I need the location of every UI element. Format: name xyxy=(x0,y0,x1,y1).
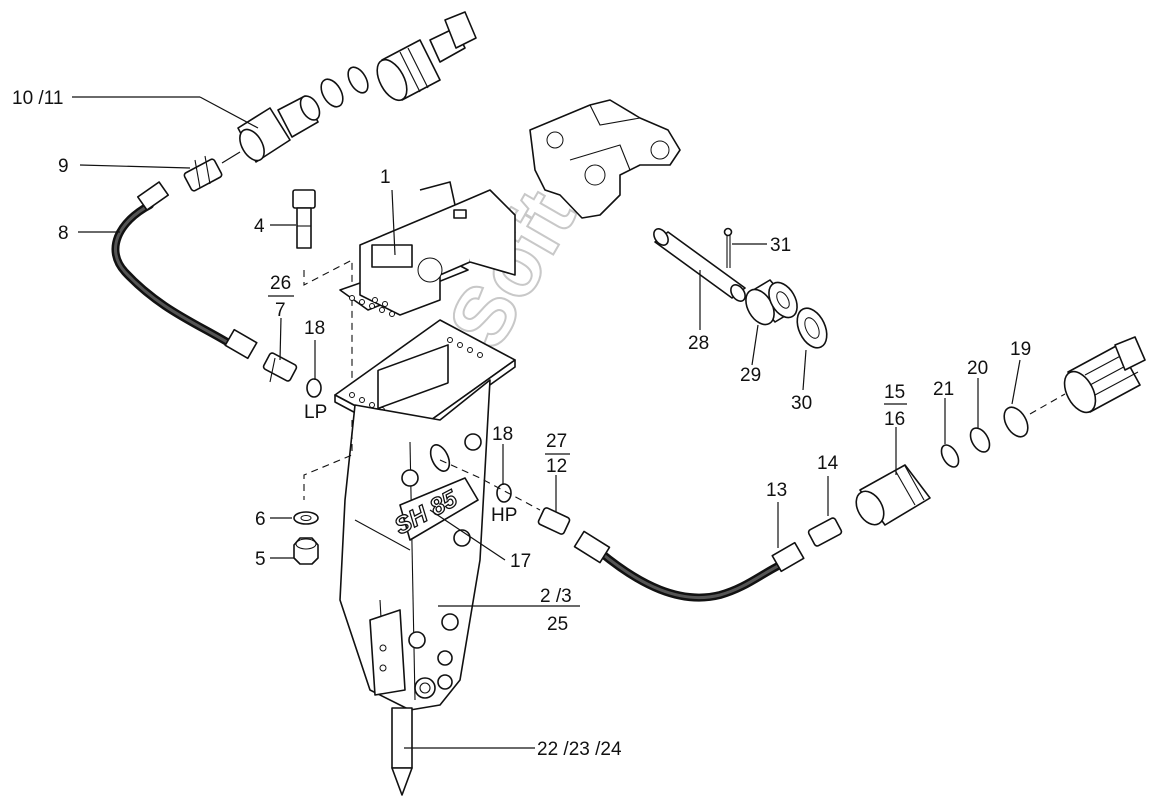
seal-ring-20 xyxy=(969,427,991,453)
bracket-1 xyxy=(339,181,516,317)
label-hp: HP xyxy=(491,505,517,526)
label-25: 25 xyxy=(547,614,568,635)
label-18-lp: 18 xyxy=(304,318,325,339)
fitting-9 xyxy=(183,155,223,192)
coupling-15-16 xyxy=(855,464,931,526)
o-ring xyxy=(347,66,369,94)
label-15: 15 xyxy=(884,382,905,403)
o-ring-19 xyxy=(1003,406,1029,438)
quick-coupler-right xyxy=(1063,336,1146,414)
label-1: 1 xyxy=(380,167,391,188)
pin-28 xyxy=(653,228,746,302)
label-13: 13 xyxy=(766,480,787,501)
o-ring-21 xyxy=(940,444,960,468)
bushing-29 xyxy=(745,279,798,326)
label-28: 28 xyxy=(688,333,709,354)
label-lp: LP xyxy=(304,402,327,423)
label-6: 6 xyxy=(255,509,266,530)
label-5: 5 xyxy=(255,549,266,570)
label-12: 12 xyxy=(546,456,567,477)
label-7: 7 xyxy=(275,300,286,321)
label-29: 29 xyxy=(740,365,761,386)
hose-8 xyxy=(111,181,258,360)
adapter-bracket xyxy=(529,99,681,219)
label-16: 16 xyxy=(884,409,905,430)
o-ring-lp xyxy=(306,378,322,398)
chisel-22-23-24 xyxy=(391,707,413,796)
label-21: 21 xyxy=(933,379,954,400)
label-30: 30 xyxy=(791,393,812,414)
fitting-7 xyxy=(262,352,298,383)
part-labels: 10 /11 9 8 4 1 26 7 18 LP 18 HP 27 12 17… xyxy=(12,88,1031,760)
seal-ring xyxy=(320,78,344,108)
bolt-4 xyxy=(292,189,316,249)
label-27: 27 xyxy=(546,431,567,452)
label-8: 8 xyxy=(58,223,69,244)
label-2-3: 2 /3 xyxy=(540,586,572,607)
fitting-14 xyxy=(807,517,843,547)
label-4: 4 xyxy=(254,216,265,237)
label-26: 26 xyxy=(270,273,291,294)
label-9: 9 xyxy=(58,156,69,177)
cotter-pin-31 xyxy=(723,227,733,268)
label-10-11: 10 /11 xyxy=(12,88,63,109)
hammer-body: SH 85 xyxy=(334,319,516,711)
quick-coupler-top xyxy=(376,11,477,102)
label-31: 31 xyxy=(770,235,791,256)
label-14: 14 xyxy=(817,453,839,474)
label-22-23-24: 22 /23 /24 xyxy=(537,739,622,760)
leader-lines xyxy=(72,96,1021,749)
coupling-10-11 xyxy=(237,95,321,163)
label-19: 19 xyxy=(1010,339,1031,360)
label-18-hp: 18 xyxy=(492,424,513,445)
label-17: 17 xyxy=(510,551,531,572)
hose-13 xyxy=(573,530,805,602)
nut-5 xyxy=(293,537,319,565)
fitting-12 xyxy=(537,507,571,535)
label-20: 20 xyxy=(967,358,988,379)
